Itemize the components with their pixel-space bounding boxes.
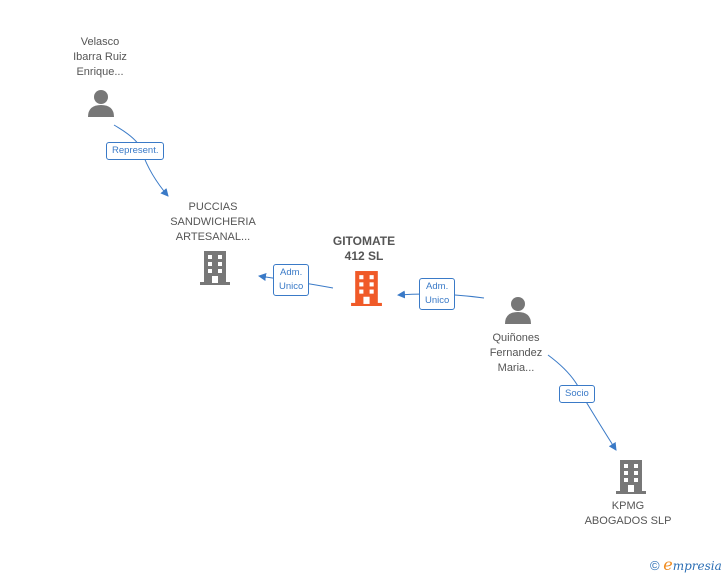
edge-label-text: Represent.: [112, 145, 159, 156]
node-label-line: 412 SL: [344, 249, 384, 263]
empresia-logo[interactable]: © empresia: [650, 555, 722, 574]
node-label-line: ABOGADOS SLP: [584, 515, 672, 527]
person-icon[interactable]: [87, 88, 115, 118]
person-node-label-velasco[interactable]: Velasco Ibarra Ruiz Enrique...: [73, 35, 127, 80]
edge-label-socio: Socio: [559, 385, 595, 403]
edge-label-text: Unico: [279, 281, 304, 292]
person-icon[interactable]: [504, 295, 532, 325]
node-label-line: KPMG: [611, 500, 645, 512]
edge-label-text: Adm.: [426, 281, 449, 292]
edge-velasco-to-puccias: [113, 124, 169, 197]
node-label-line: ARTESANAL...: [175, 231, 251, 243]
edge-label-text: Adm.: [280, 267, 303, 278]
company-node-label-puccias[interactable]: PUCCIAS SANDWICHERIA ARTESANAL...: [170, 200, 256, 245]
node-label-line: PUCCIAS: [188, 201, 238, 213]
node-label-line: Ibarra Ruiz: [73, 51, 127, 63]
node-label-line: Fernandez: [489, 347, 543, 359]
edge-label-adm-unico: Adm. Unico: [419, 278, 456, 310]
node-label-line: GITOMATE: [332, 234, 396, 248]
building-icon[interactable]: [199, 250, 231, 285]
company-node-label-kpmg[interactable]: KPMG ABOGADOS SLP: [585, 499, 672, 529]
node-label-line: Enrique...: [76, 66, 124, 78]
copyright-symbol: ©: [650, 558, 660, 573]
edge-label-represent: Represent.: [106, 142, 165, 160]
building-icon[interactable]: [615, 459, 647, 494]
company-node-label-gitomate[interactable]: GITOMATE 412 SL: [333, 234, 395, 264]
edge-label-adm-unico: Adm. Unico: [273, 264, 310, 296]
edge-label-text: Unico: [425, 295, 450, 306]
logo-initial: e: [663, 555, 673, 574]
person-node-label-quinones[interactable]: Quiñones Fernandez Maria...: [490, 331, 543, 376]
node-label-line: Velasco: [80, 36, 120, 48]
logo-wordmark: mpresia: [672, 559, 722, 573]
edge-label-text: Socio: [565, 388, 589, 399]
building-icon-focus[interactable]: [350, 270, 383, 306]
node-label-line: Quiñones: [492, 332, 540, 344]
node-label-line: SANDWICHERIA: [170, 216, 256, 228]
node-label-line: Maria...: [497, 362, 535, 374]
